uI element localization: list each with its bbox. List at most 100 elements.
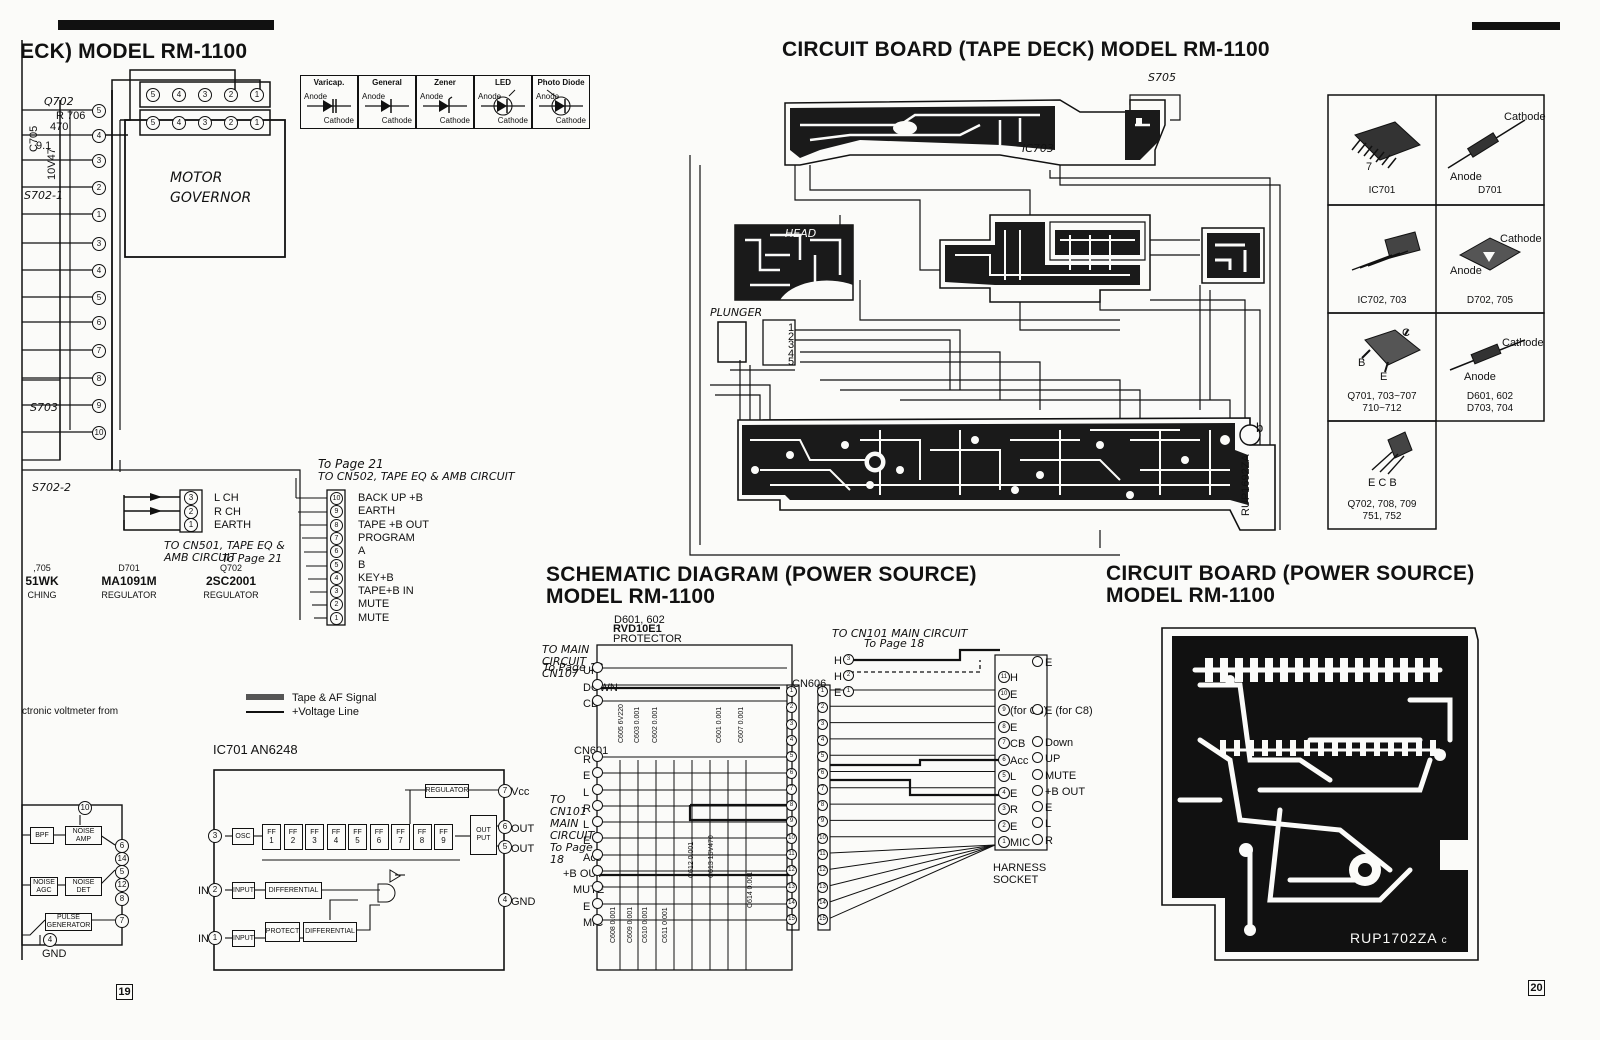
ff-label: FF bbox=[439, 829, 448, 836]
plunger-label: PLUNGER bbox=[710, 306, 763, 319]
cn606-pin-mate: 4 bbox=[817, 734, 828, 746]
package-caption: D701 bbox=[1478, 185, 1502, 196]
left-ic-pin-4: 4 bbox=[43, 933, 57, 947]
cn502-label: KEY+B bbox=[358, 571, 394, 584]
far-right-pin bbox=[1032, 801, 1043, 812]
package-anode-label: Anode bbox=[1450, 265, 1482, 277]
diode-icon bbox=[423, 96, 467, 113]
left-column-pin: 3 bbox=[92, 154, 106, 168]
power-schematic-title-2: MODEL RM-1100 bbox=[546, 585, 716, 608]
part-number: MA1091M bbox=[101, 574, 157, 588]
left-column-pin: 9 bbox=[92, 399, 106, 413]
cn606-pin: 1 bbox=[786, 686, 797, 697]
part-role: CHING bbox=[27, 590, 57, 600]
harness-pin: 10 bbox=[998, 687, 1010, 700]
board-b-label: b bbox=[1256, 420, 1264, 435]
package-cathode-label: Cathode bbox=[1500, 233, 1542, 245]
page-header-bar-right bbox=[1472, 22, 1560, 30]
legend-signal-label: Tape & AF Signal bbox=[292, 692, 377, 704]
cn606-pin-mate: 13 bbox=[817, 881, 828, 893]
power-board-title-1: CIRCUIT BOARD (POWER SOURCE) bbox=[1106, 562, 1475, 585]
motor-connector-pin: 4 bbox=[172, 88, 186, 102]
far-right-label: E (for C8) bbox=[1045, 705, 1093, 717]
pulse-generator-block: PULSE GENERATOR bbox=[45, 913, 92, 931]
far-right-label: UP bbox=[1045, 753, 1061, 765]
cn502-pin: 9 bbox=[330, 505, 343, 519]
package-caption: D702, 705 bbox=[1466, 295, 1514, 306]
motor-connector-pin: 2 bbox=[224, 88, 238, 102]
ic701-pin-out2: 5 bbox=[498, 840, 512, 854]
cn606-pin: 4 bbox=[786, 734, 797, 746]
harness-label: E bbox=[1010, 787, 1018, 800]
ps-left-pin bbox=[592, 849, 603, 860]
package-ecb-label: E C B bbox=[1368, 477, 1397, 489]
cn606-pin: 3 bbox=[786, 718, 797, 730]
symbol-cathode: Cathode bbox=[555, 116, 586, 125]
cn606-pin-mate: 8 bbox=[817, 800, 828, 812]
power-board-rup-suffix: c bbox=[1441, 935, 1448, 946]
ic701-protect: PROTECT bbox=[265, 922, 300, 942]
cn606-pin: 14 bbox=[786, 897, 797, 909]
cn606-pin: 12 bbox=[786, 865, 797, 877]
package-e-label: E bbox=[1380, 371, 1388, 383]
ps-left-pin bbox=[592, 914, 603, 925]
ff-label: FF bbox=[267, 829, 276, 836]
harness-pin: 7 bbox=[998, 737, 1010, 749]
cn606-pin-mate: 9 bbox=[817, 816, 828, 828]
ic702-package-icon bbox=[1351, 231, 1421, 271]
left-ic-pin-7: 7 bbox=[115, 914, 129, 928]
harness-label: R bbox=[1010, 804, 1018, 816]
power-board-rup-text: RUP1702ZA bbox=[1350, 930, 1438, 946]
ic701-in2-label: IN bbox=[198, 933, 209, 945]
ps-left-pin bbox=[592, 751, 603, 762]
to-cn101-main: TO CN101 MAIN CIRCUIT bbox=[832, 627, 968, 640]
left-column-pin: 4 bbox=[92, 264, 106, 278]
left-column-pin: 5 bbox=[92, 291, 106, 305]
far-right-label: MUTE bbox=[1045, 770, 1077, 782]
left-ic-pin-10: 10 bbox=[78, 801, 92, 815]
power-board-title-2: MODEL RM-1100 bbox=[1106, 584, 1276, 607]
symbol-cathode: Cathode bbox=[439, 116, 470, 125]
harness-label: E bbox=[1010, 688, 1018, 701]
ps-left-label: L bbox=[583, 819, 590, 831]
harness-label: L bbox=[1010, 771, 1017, 783]
ch-connector-label: L CH bbox=[214, 492, 239, 504]
ic701-in1-label: IN bbox=[198, 885, 209, 897]
far-right-label: L bbox=[1045, 818, 1052, 830]
cn606-pin: 2 bbox=[786, 702, 797, 714]
symbol-name: Photo Diode bbox=[537, 78, 585, 87]
symbol-anode: Anode bbox=[304, 92, 328, 101]
ch-connector-pin: 3 bbox=[184, 491, 198, 505]
ic701-pin-out1: 6 bbox=[498, 820, 512, 834]
far-right-label: E bbox=[1045, 657, 1053, 669]
left-page-title: ECK) MODEL RM-1100 bbox=[20, 40, 248, 63]
s705-label: S705 bbox=[1148, 71, 1176, 84]
far-right-label: +B OUT bbox=[1045, 786, 1086, 798]
part-ref: D701 bbox=[118, 563, 140, 573]
ps-left-label: E bbox=[583, 835, 591, 847]
ff-index: 6 bbox=[376, 836, 382, 845]
package-caption: IC701 bbox=[1368, 185, 1396, 196]
cn502-pin: 7 bbox=[330, 531, 343, 545]
noise-agc-block: NOISE AGC bbox=[30, 877, 58, 896]
plunger-pin-number: 4 bbox=[788, 347, 795, 360]
ps-top-pin: 3 bbox=[843, 654, 854, 665]
ic701-differential-1: DIFFERENTIAL bbox=[265, 882, 322, 899]
ic701-input-2: INPUT bbox=[232, 930, 255, 947]
ff-index: 4 bbox=[333, 836, 339, 845]
package-c-label: C bbox=[1402, 327, 1410, 339]
far-right-pin bbox=[1032, 817, 1043, 828]
ic701-osc: OSC bbox=[232, 828, 254, 845]
noise-amp-block: NOISE AMP bbox=[65, 826, 102, 845]
far-right-pin bbox=[1032, 656, 1043, 667]
motor-connector-pin-lower: 1 bbox=[250, 116, 264, 130]
package-caption: Q702, 708, 709 751, 752 bbox=[1347, 499, 1417, 522]
